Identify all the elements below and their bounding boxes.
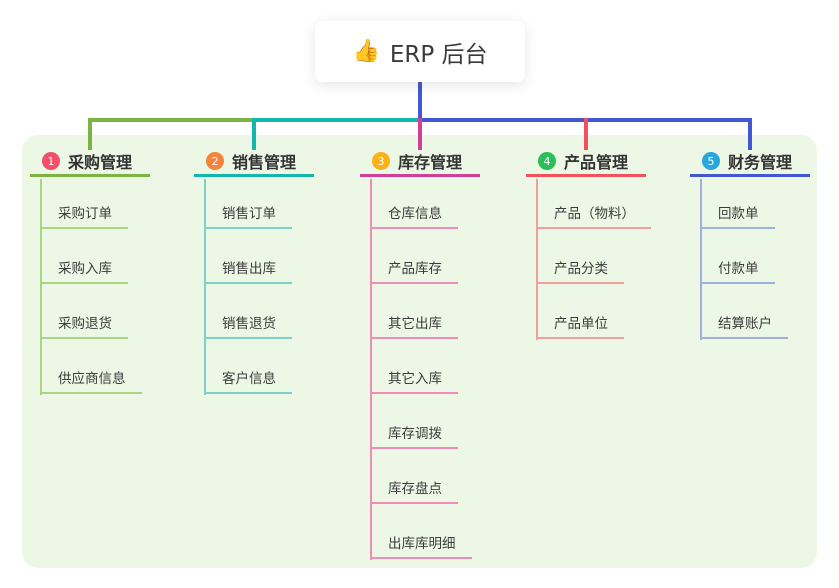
branch-label: 财务管理 xyxy=(728,153,793,172)
child-node[interactable]: 产品（物料） xyxy=(536,206,651,229)
child-node[interactable]: 回款单 xyxy=(700,206,775,229)
child-node[interactable]: 供应商信息 xyxy=(40,371,142,394)
branch-header-inventory[interactable]: 3 库存管理 xyxy=(360,148,480,177)
child-node[interactable]: 其它入库 xyxy=(370,371,458,394)
bus-segment-sales xyxy=(252,118,418,122)
drop-inventory xyxy=(418,118,422,150)
child-node[interactable]: 出库库明细 xyxy=(370,536,472,559)
child-node[interactable]: 其它出库 xyxy=(370,316,458,339)
branch-header-finance[interactable]: 5 财务管理 xyxy=(690,148,810,177)
branch-number-badge: 4 xyxy=(538,152,556,170)
drop-sales xyxy=(252,118,256,150)
child-node[interactable]: 仓库信息 xyxy=(370,206,458,229)
branch-children-connector xyxy=(700,179,702,340)
root-node[interactable]: 👍 ERP 后台 xyxy=(315,21,525,82)
branch-label: 产品管理 xyxy=(564,153,629,172)
branch-header-purchase[interactable]: 1 采购管理 xyxy=(30,148,150,177)
branch-number-badge: 2 xyxy=(206,152,224,170)
branch-children-connector xyxy=(370,179,372,560)
drop-product xyxy=(584,118,588,150)
branch-number-badge: 5 xyxy=(702,152,720,170)
branch-children-connector xyxy=(40,179,42,395)
branch-header-product[interactable]: 4 产品管理 xyxy=(526,148,646,177)
child-node[interactable]: 付款单 xyxy=(700,261,775,284)
child-node[interactable]: 销售退货 xyxy=(204,316,292,339)
child-node[interactable]: 客户信息 xyxy=(204,371,292,394)
child-node[interactable]: 结算账户 xyxy=(700,316,788,339)
bus-segment-purchase xyxy=(88,118,252,122)
branch-children-connector xyxy=(536,179,538,340)
background-panel xyxy=(22,135,817,568)
branch-header-sales[interactable]: 2 销售管理 xyxy=(194,148,314,177)
child-node[interactable]: 产品库存 xyxy=(370,261,458,284)
child-node[interactable]: 采购退货 xyxy=(40,316,128,339)
branch-label: 库存管理 xyxy=(398,153,463,172)
root-title: ERP 后台 xyxy=(389,41,488,68)
branch-label: 销售管理 xyxy=(232,153,297,172)
root-connector xyxy=(418,82,422,122)
thumbs-up-icon: 👍 xyxy=(352,39,380,64)
branch-label: 采购管理 xyxy=(68,153,133,172)
child-node[interactable]: 销售订单 xyxy=(204,206,292,229)
child-node[interactable]: 采购订单 xyxy=(40,206,128,229)
branch-number-badge: 3 xyxy=(372,152,390,170)
branch-number-badge: 1 xyxy=(42,152,60,170)
child-node[interactable]: 产品分类 xyxy=(536,261,624,284)
child-node[interactable]: 产品单位 xyxy=(536,316,624,339)
child-node[interactable]: 销售出库 xyxy=(204,261,292,284)
child-node[interactable]: 采购入库 xyxy=(40,261,128,284)
drop-finance xyxy=(748,118,752,150)
child-node[interactable]: 库存盘点 xyxy=(370,481,458,504)
child-node[interactable]: 库存调拨 xyxy=(370,426,458,449)
branch-children-connector xyxy=(204,179,206,395)
drop-purchase xyxy=(88,118,92,150)
